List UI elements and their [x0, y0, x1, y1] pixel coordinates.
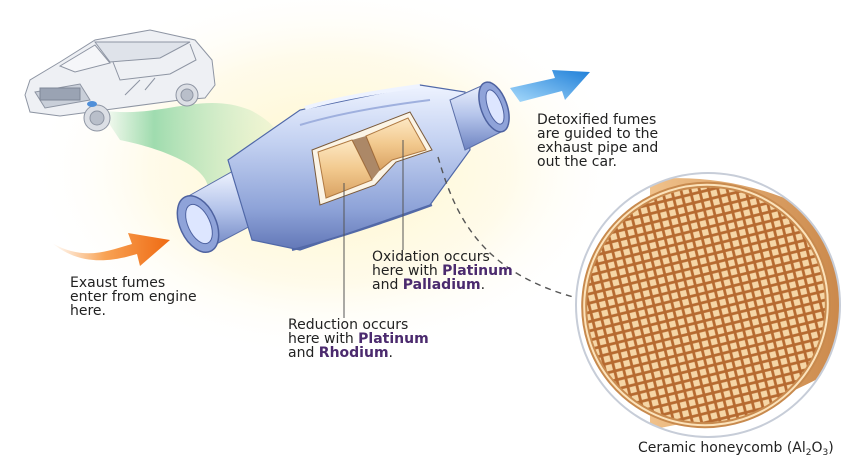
detoxified-label: Detoxified fumes are guided to the exhau… [537, 113, 658, 169]
palladium-metal: Palladium [402, 277, 481, 293]
exhaust-out-arrow-icon [510, 70, 590, 102]
oxidation-line-2: here with Platinum [372, 263, 513, 279]
exhaust-in-arrow-icon [52, 233, 170, 266]
platinum-metal: Platinum [358, 331, 429, 347]
ceramic-honeycomb-caption: Ceramic honeycomb (Al2O3) [638, 440, 834, 458]
reduction-label: Reduction occurs here with Platinum and … [288, 318, 429, 360]
converter-body [176, 81, 510, 318]
oxidation-line-3: and Palladium. [372, 277, 486, 293]
exhaust-in-label: Exaust fumes enter from engine here. [70, 276, 197, 318]
detoxified-line-1: Detoxified fumes [537, 112, 657, 128]
exhaust-in-line-2: enter from engine [70, 289, 197, 305]
platinum-metal: Platinum [442, 263, 513, 279]
detoxified-line-2: are guided to the [537, 126, 659, 142]
zoom-connector [437, 156, 586, 301]
exhaust-in-line-1: Exaust fumes [70, 275, 166, 291]
oxidation-label: Oxidation occurs here with Platinum and … [372, 250, 513, 292]
ceramic-magnifier [575, 172, 841, 438]
detoxified-line-4: out the car. [537, 154, 618, 170]
detoxified-line-3: exhaust pipe and [537, 140, 659, 156]
reduction-line-1: Reduction occurs [288, 317, 409, 333]
exhaust-in-line-3: here. [70, 303, 106, 319]
oxidation-line-1: Oxidation occurs [372, 249, 490, 265]
reduction-line-3: and Rhodium. [288, 345, 393, 361]
rhodium-metal: Rhodium [318, 345, 389, 361]
reduction-line-2: here with Platinum [288, 331, 429, 347]
car-illustration [24, 29, 216, 132]
